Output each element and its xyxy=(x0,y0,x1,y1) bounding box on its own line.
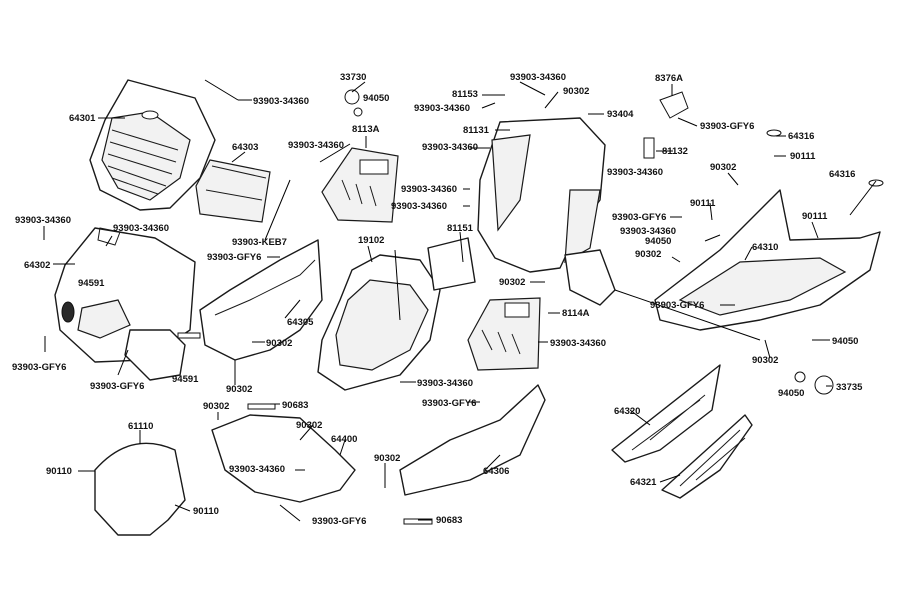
part-64301-front-panel xyxy=(89,79,216,211)
label-90302-e: 90302 xyxy=(710,162,736,173)
label-81132: 81132 xyxy=(662,146,688,157)
label-61110: 61110 xyxy=(128,421,153,432)
part-64305-inner-side-panel xyxy=(199,239,323,361)
hardware-81132 xyxy=(643,137,655,159)
label-8114a: 8114A xyxy=(562,308,590,319)
label-19102: 19102 xyxy=(358,235,384,246)
part-8114A-parts-bag xyxy=(467,297,541,371)
label-94591-b: 94591 xyxy=(172,374,199,385)
part-8113A-parts-bag xyxy=(321,147,399,223)
label-64321: 64321 xyxy=(630,477,657,488)
label-93903-gfy6-c: 93903-GFY6 xyxy=(207,252,261,263)
hardware-8376A xyxy=(659,91,689,119)
label-64316-b: 64316 xyxy=(829,169,855,180)
hardware-94050-d xyxy=(794,371,806,383)
label-33730: 33730 xyxy=(340,72,366,83)
label-93903-gfy6-h: 93903-GFY6 xyxy=(312,516,366,527)
label-64316-a: 64316 xyxy=(788,131,814,142)
label-93903-34360-h: 93903-34360 xyxy=(422,142,478,153)
label-64400: 64400 xyxy=(331,434,357,445)
hardware-90683-a xyxy=(247,403,276,410)
label-94050-b: 94050 xyxy=(645,236,671,247)
part-64310-floorboard xyxy=(654,189,881,331)
label-93903-34360-k: 93903-34360 xyxy=(550,338,606,349)
label-90302-c: 90302 xyxy=(563,86,589,97)
label-90302-a: 90302 xyxy=(266,338,292,349)
label-81151: 81151 xyxy=(447,223,474,234)
part-19102-storage-box xyxy=(317,254,441,391)
label-93903-gfy6-b: 93903-GFY6 xyxy=(90,381,144,392)
label-64301: 64301 xyxy=(69,113,96,124)
label-90111-c: 90111 xyxy=(802,211,828,222)
label-93903-34360-f: 93903-34360 xyxy=(510,72,566,83)
label-81153: 81153 xyxy=(452,89,478,100)
label-93903-gfy6-g: 93903-GFY6 xyxy=(422,398,476,409)
label-8376a: 8376A xyxy=(655,73,683,84)
part-61110-front-fender xyxy=(94,442,186,536)
label-90683-a: 90683 xyxy=(282,400,308,411)
part-64320-side-cover-left xyxy=(611,364,721,463)
label-93903-34360-a: 93903-34360 xyxy=(253,96,309,107)
label-64303: 64303 xyxy=(232,142,258,153)
label-90302-h: 90302 xyxy=(374,453,400,464)
label-93903-gfy6-a: 93903-GFY6 xyxy=(12,362,66,373)
label-90110-b: 90110 xyxy=(193,506,219,517)
label-64310: 64310 xyxy=(752,242,778,253)
label-90302-b: 90302 xyxy=(226,384,252,395)
label-90302-g: 90302 xyxy=(752,355,778,366)
leader-lines xyxy=(43,79,877,522)
part-labels: 64301 93903-34360 64303 93903-KEB7 93903… xyxy=(12,72,863,527)
label-93903-34360-b: 93903-34360 xyxy=(15,215,71,226)
label-93903-34360-m: 93903-34360 xyxy=(620,226,676,237)
label-94050-a: 94050 xyxy=(363,93,389,104)
label-94591-a: 94591 xyxy=(78,278,105,289)
label-90302-i: 90302 xyxy=(203,401,229,412)
label-93903-34360-i: 93903-34360 xyxy=(401,184,457,195)
label-64305: 64305 xyxy=(287,317,314,328)
label-93903-gfy6-d: 93903-GFY6 xyxy=(700,121,754,132)
label-93903-34360-l: 93903-34360 xyxy=(607,167,663,178)
label-93903-34360-c: 93903-34360 xyxy=(113,223,169,234)
label-64302: 64302 xyxy=(24,260,50,271)
label-90302-d: 90302 xyxy=(499,277,525,288)
label-93903-gfy6-f: 93903-GFY6 xyxy=(650,300,704,311)
label-90302-j: 90302 xyxy=(296,420,322,431)
part-64302-front-shield xyxy=(54,227,196,381)
label-93404: 93404 xyxy=(607,109,634,120)
part-64400-under-cover xyxy=(211,414,356,503)
label-93903-gfy6-e: 93903-GFY6 xyxy=(612,212,666,223)
part-64303-windscreen xyxy=(195,159,271,223)
label-94050-c: 94050 xyxy=(832,336,858,347)
label-8113a: 8113A xyxy=(352,124,380,135)
part-64306-side-cover xyxy=(399,384,546,496)
hardware-94591-b xyxy=(177,332,201,339)
label-93903-34360-d: 93903-34360 xyxy=(288,140,344,151)
label-93903-34360-g: 93903-34360 xyxy=(414,103,470,114)
label-90111-a: 90111 xyxy=(790,151,816,162)
label-33735: 33735 xyxy=(836,382,863,393)
label-93903-keb7: 93903-KEB7 xyxy=(232,237,287,248)
label-90111-b: 90111 xyxy=(690,198,716,209)
label-93903-34360-n: 93903-34360 xyxy=(229,464,285,475)
label-90302-f: 90302 xyxy=(635,249,661,260)
label-94050-d: 94050 xyxy=(778,388,804,399)
hardware-64316-a xyxy=(766,129,782,137)
part-81151-label xyxy=(427,237,476,291)
hardware-33735 xyxy=(814,375,834,395)
hardware-64316-b xyxy=(868,179,884,187)
part-64321-side-cover-right xyxy=(661,414,753,499)
label-81131: 81131 xyxy=(463,125,490,136)
label-93903-34360-j: 93903-34360 xyxy=(391,201,447,212)
hardware-94050-a xyxy=(353,107,363,117)
hardware-33730 xyxy=(344,89,360,105)
label-64320: 64320 xyxy=(614,406,640,417)
label-64306: 64306 xyxy=(483,466,509,477)
label-90683-b: 90683 xyxy=(436,515,462,526)
label-93903-34360-e: 93903-34360 xyxy=(417,378,473,389)
part-81131-leg-shield-inner xyxy=(477,117,616,306)
label-90110-a: 90110 xyxy=(46,466,72,477)
